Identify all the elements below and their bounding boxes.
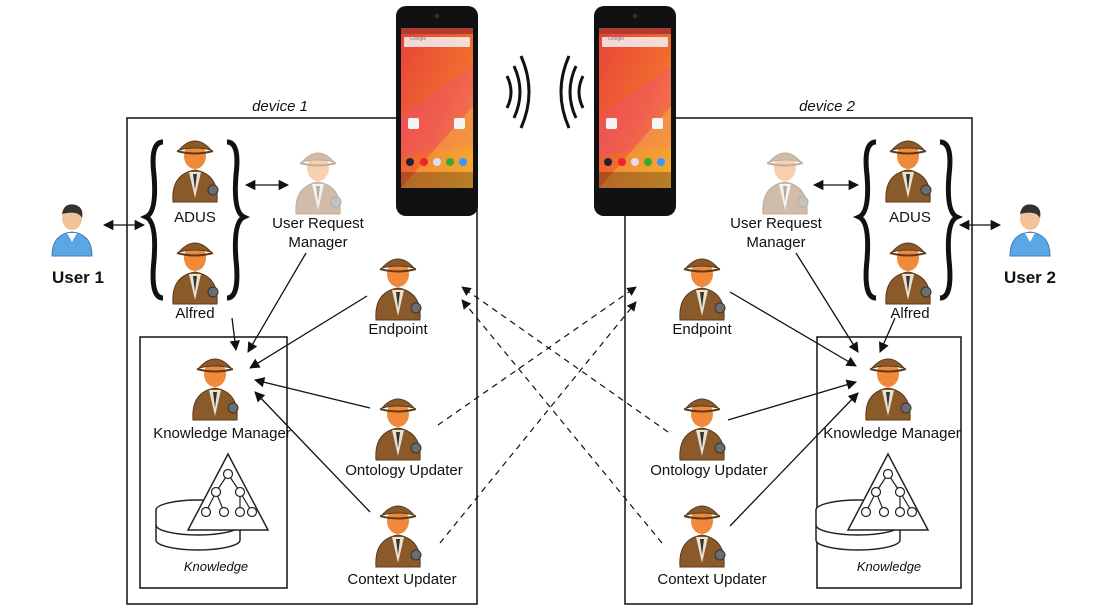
- urm2-label-line2: Manager: [746, 234, 805, 251]
- wireless-waves-left-icon: [559, 54, 585, 130]
- user2-label: User 2: [1004, 268, 1056, 287]
- knowledge2-symbol-icon: [815, 453, 929, 551]
- km2-label: Knowledge Manager: [823, 425, 961, 442]
- endpoint2-label: Endpoint: [672, 321, 732, 338]
- arrow-endpoint1-km: [249, 295, 368, 369]
- ontology2-label: Ontology Updater: [650, 462, 768, 479]
- phone1-icon: [396, 6, 478, 216]
- adus2-right-brace: [939, 139, 964, 301]
- arrow-context1-km: [254, 391, 371, 513]
- arrow-urm1-km: [247, 252, 307, 353]
- alfred2-agent-icon: [884, 242, 932, 305]
- arrow-context2-endpoint1: [461, 299, 663, 544]
- knowledge2-label: Knowledge: [857, 559, 921, 574]
- arrow-ontology1-km: [253, 377, 371, 409]
- knowledge1-symbol-icon: [155, 453, 269, 551]
- adus1-left-brace: [139, 139, 164, 301]
- adus1-agent-icon: [171, 140, 219, 203]
- urm1-agent-icon: [294, 152, 342, 215]
- device1-frame: [126, 117, 478, 605]
- adus1-right-brace: [226, 139, 251, 301]
- endpoint1-label: Endpoint: [368, 321, 428, 338]
- device1-knowledge-box: [139, 336, 288, 589]
- device2-knowledge-box: [816, 336, 962, 589]
- phone2-icon: [594, 6, 676, 216]
- urm2-label-line1: User Request: [730, 215, 823, 232]
- alfred2-label: Alfred: [890, 305, 929, 322]
- wireless-waves-right-icon: [505, 54, 531, 130]
- phone1-search-label: Google: [410, 36, 426, 42]
- km1-agent-icon: [191, 358, 239, 421]
- context2-label: Context Updater: [657, 571, 766, 588]
- alfred1-agent-icon: [171, 242, 219, 305]
- context2-agent-icon: [678, 505, 726, 568]
- ontology2-agent-icon: [678, 398, 726, 461]
- urm1-label-line1: User Request: [272, 215, 365, 232]
- endpoint2-agent-icon: [678, 258, 726, 321]
- context1-label: Context Updater: [347, 571, 456, 588]
- adus2-left-brace: [852, 139, 877, 301]
- knowledge1-label: Knowledge: [184, 559, 248, 574]
- adus1-label: ADUS: [174, 209, 216, 226]
- phone2-search-label: Google: [608, 36, 624, 42]
- arrow-alfred1-km: [229, 317, 240, 352]
- arrow-endpoint2-km: [729, 291, 857, 367]
- alfred1-label: Alfred: [175, 305, 214, 322]
- arrow-ontology2-endpoint1: [461, 286, 669, 433]
- context1-agent-icon: [374, 505, 422, 568]
- km1-label: Knowledge Manager: [153, 425, 291, 442]
- user1-icon: [51, 203, 93, 257]
- arrow-ontology1-endpoint2: [437, 286, 637, 426]
- user2-icon: [1009, 203, 1051, 257]
- user1-label: User 1: [52, 268, 104, 287]
- arrow-alfred2-km: [879, 317, 896, 353]
- ontology1-agent-icon: [374, 398, 422, 461]
- urm1-label-line2: Manager: [288, 234, 347, 251]
- device2-title: device 2: [799, 98, 856, 115]
- device2-frame: [624, 117, 973, 605]
- arrow-context2-km: [729, 392, 859, 527]
- arrow-context1-endpoint2: [439, 301, 637, 544]
- adus2-agent-icon: [884, 140, 932, 203]
- urm2-agent-icon: [761, 152, 809, 215]
- km2-agent-icon: [864, 358, 912, 421]
- arrow-urm2-km: [795, 252, 859, 353]
- device1-title: device 1: [252, 98, 308, 115]
- arrow-ontology2-km: [727, 379, 857, 421]
- adus2-label: ADUS: [889, 209, 931, 226]
- endpoint1-agent-icon: [374, 258, 422, 321]
- ontology1-label: Ontology Updater: [345, 462, 463, 479]
